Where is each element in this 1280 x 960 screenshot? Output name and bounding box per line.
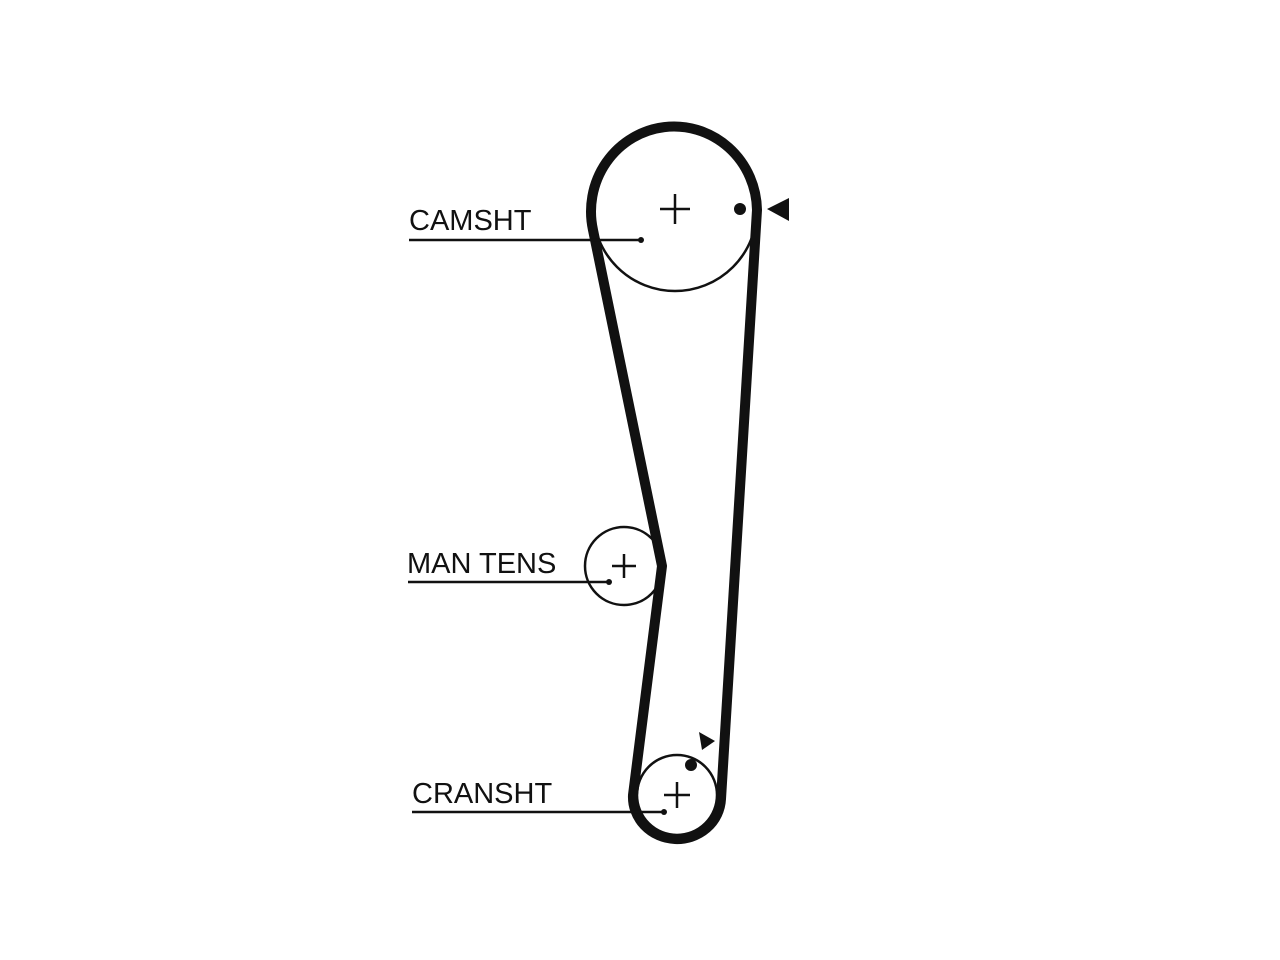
camshaft-timing-dot-icon <box>734 203 746 215</box>
crankshaft-label: CRANSHT <box>412 778 552 810</box>
crankshaft-timing-dot-icon <box>685 759 697 771</box>
crankshaft-leader-dot <box>661 809 667 815</box>
tensioner-label: MAN TENS <box>407 548 556 580</box>
camshaft-leader-dot <box>638 237 644 243</box>
crankshaft-timing-pointer-icon <box>699 732 715 750</box>
tensioner-center-icon <box>612 554 636 578</box>
camshaft-label: CAMSHT <box>409 205 532 237</box>
camshaft-timing-pointer-icon <box>767 198 789 221</box>
crankshaft-center-icon <box>664 782 690 808</box>
camshaft-center-icon <box>660 194 690 224</box>
timing-belt <box>586 121 762 844</box>
tensioner-leader-dot <box>606 579 612 585</box>
